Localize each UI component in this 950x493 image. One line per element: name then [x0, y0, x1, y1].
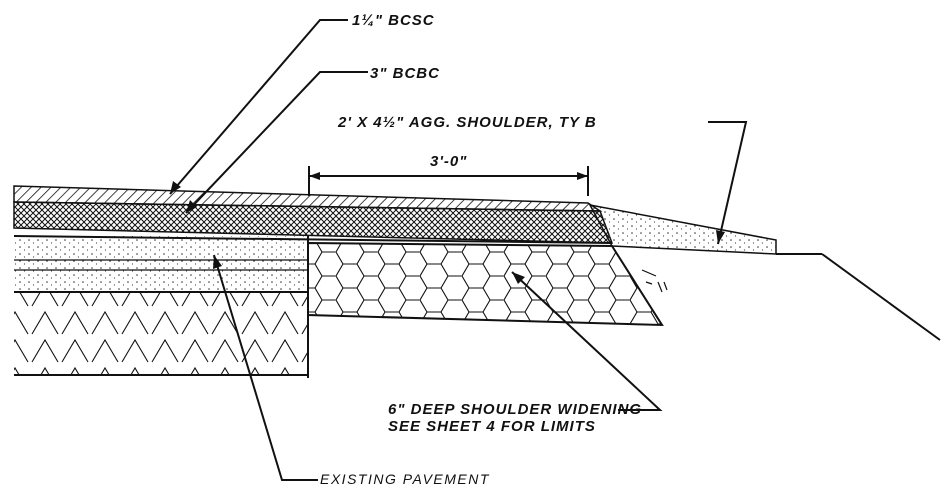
leader-arrowhead: [716, 230, 725, 244]
bcbc-leader: [185, 71, 368, 214]
aggregate-shoulder-wedge: [588, 203, 777, 255]
shoulder-widening-area: [307, 241, 664, 327]
dimension-3ft: [308, 166, 589, 196]
leader-arrowhead: [213, 255, 222, 269]
existing-pavement-label: EXISTING PAVEMENT: [320, 471, 490, 487]
widening-leader: [511, 271, 663, 411]
bcsc-label: 1¼" BCSC: [352, 12, 435, 29]
slope-symbol: [641, 269, 668, 293]
shoulder-leader: [708, 121, 748, 245]
existing-pavement-chevron-layer: [14, 293, 308, 375]
existing-pavement-leader: [213, 254, 318, 481]
base-bottom-line: [13, 235, 613, 244]
widening-label-line1: 6" DEEP SHOULDER WIDENING: [388, 401, 642, 418]
leader-arrowhead: [186, 200, 197, 213]
bcsc-leader: [169, 19, 348, 195]
shoulder-label: 2' X 4½" AGG. SHOULDER, TY B: [337, 114, 597, 131]
widening-label-line2: SEE SHEET 4 FOR LIMITS: [388, 418, 596, 435]
leader-arrowhead: [512, 272, 525, 284]
existing-pavement-dotted-layer: [14, 236, 308, 292]
dimension-label: 3'-0": [430, 153, 467, 170]
leader-arrowhead: [170, 181, 181, 194]
bcbc-label: 3" BCBC: [370, 65, 440, 82]
foreslope-line: [821, 253, 941, 341]
